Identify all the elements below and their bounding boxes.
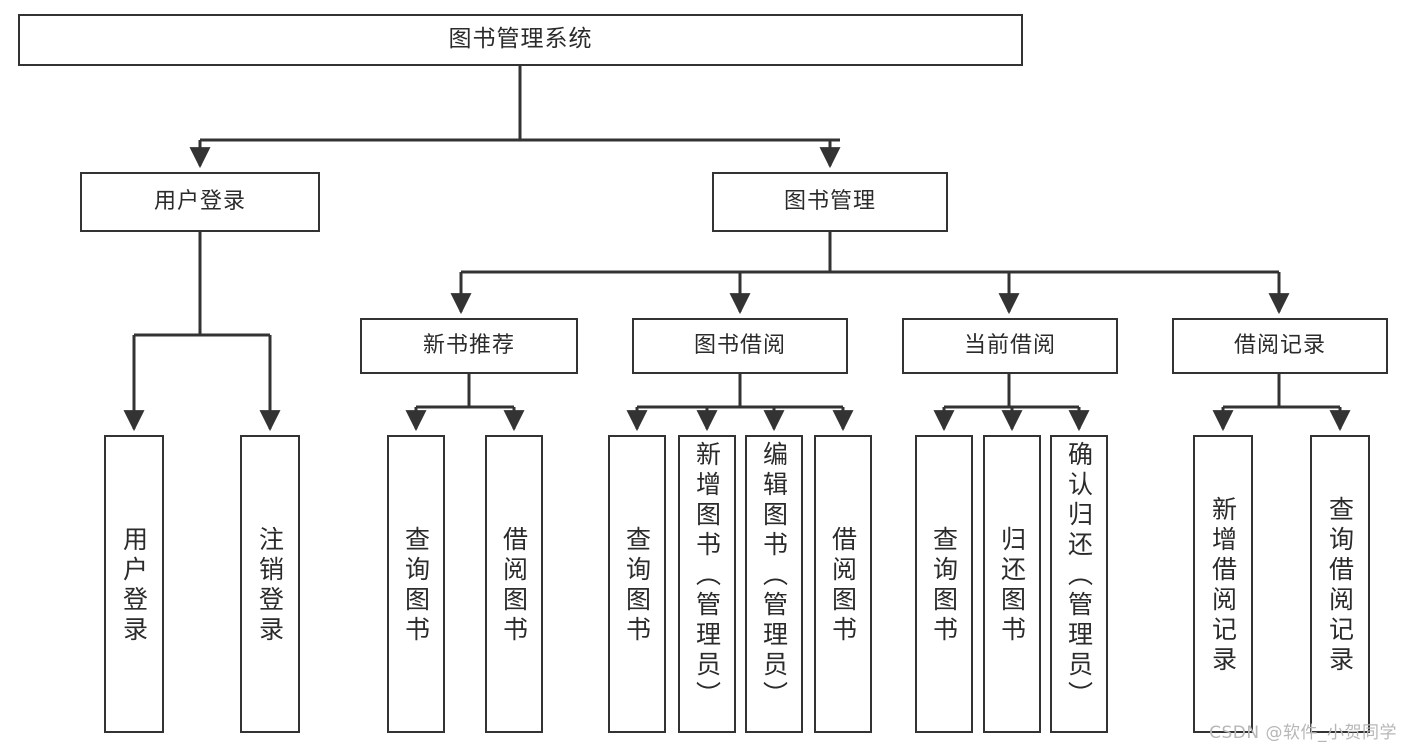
node-leaf-query-book-recommend-label: 查询图书 — [401, 526, 431, 646]
node-leaf-add-borrow-record[interactable]: 新增借阅记录 — [1193, 435, 1253, 733]
node-book-management[interactable]: 图书管理 — [712, 172, 948, 232]
node-leaf-query-book-borrow[interactable]: 查询图书 — [608, 435, 666, 733]
node-leaf-query-book-recommend[interactable]: 查询图书 — [387, 435, 445, 733]
node-leaf-query-book-borrow-label: 查询图书 — [622, 526, 652, 646]
node-book-management-label: 图书管理 — [783, 189, 876, 215]
node-leaf-user-login[interactable]: 用户登录 — [104, 435, 164, 733]
node-leaf-add-borrow-record-label: 新增借阅记录 — [1208, 496, 1238, 676]
node-book-borrow[interactable]: 图书借阅 — [632, 318, 848, 374]
node-leaf-edit-book-admin-label: 编辑图书（管理员） — [759, 441, 789, 711]
node-leaf-logout-login[interactable]: 注销登录 — [240, 435, 300, 733]
node-leaf-confirm-return-admin[interactable]: 确认归还（管理员） — [1050, 435, 1108, 733]
node-leaf-borrow-book-recommend-label: 借阅图书 — [499, 526, 529, 646]
node-root[interactable]: 图书管理系统 — [18, 14, 1023, 66]
node-leaf-user-login-label: 用户登录 — [119, 526, 149, 646]
node-leaf-edit-book-admin[interactable]: 编辑图书（管理员） — [745, 435, 803, 733]
node-user-login-label: 用户登录 — [153, 189, 246, 215]
node-borrow-record-label: 借阅记录 — [1233, 333, 1326, 359]
node-leaf-confirm-return-admin-label: 确认归还（管理员） — [1064, 441, 1094, 711]
watermark: CSDN @软件_小贺同学 — [1209, 723, 1397, 743]
node-current-borrow-label: 当前借阅 — [963, 333, 1056, 359]
node-current-borrow[interactable]: 当前借阅 — [902, 318, 1118, 374]
node-root-label: 图书管理系统 — [448, 26, 593, 53]
node-leaf-return-book[interactable]: 归还图书 — [983, 435, 1041, 733]
node-leaf-borrow-book[interactable]: 借阅图书 — [814, 435, 872, 733]
node-leaf-query-book-current[interactable]: 查询图书 — [915, 435, 973, 733]
node-leaf-borrow-book-label: 借阅图书 — [828, 526, 858, 646]
node-new-book-recommend[interactable]: 新书推荐 — [360, 318, 578, 374]
node-book-borrow-label: 图书借阅 — [693, 333, 786, 359]
node-leaf-query-borrow-record[interactable]: 查询借阅记录 — [1310, 435, 1370, 733]
node-new-book-recommend-label: 新书推荐 — [422, 333, 515, 359]
node-leaf-query-book-current-label: 查询图书 — [929, 526, 959, 646]
node-borrow-record[interactable]: 借阅记录 — [1172, 318, 1388, 374]
node-leaf-borrow-book-recommend[interactable]: 借阅图书 — [485, 435, 543, 733]
node-leaf-logout-login-label: 注销登录 — [255, 526, 285, 646]
node-user-login[interactable]: 用户登录 — [80, 172, 320, 232]
node-leaf-query-borrow-record-label: 查询借阅记录 — [1325, 496, 1355, 676]
node-leaf-add-book-admin[interactable]: 新增图书（管理员） — [678, 435, 736, 733]
node-leaf-add-book-admin-label: 新增图书（管理员） — [692, 441, 722, 711]
node-leaf-return-book-label: 归还图书 — [997, 526, 1027, 646]
